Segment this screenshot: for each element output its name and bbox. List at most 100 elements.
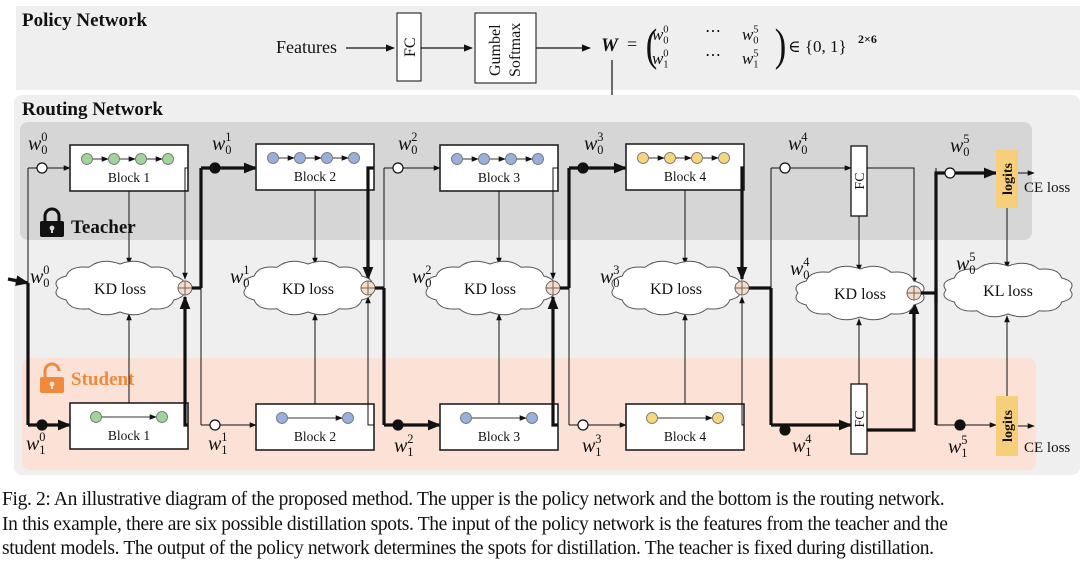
svg-text:4: 4	[801, 130, 807, 144]
features-label: Features	[276, 37, 337, 57]
layer-node	[712, 412, 724, 424]
ce-loss-label: CE loss	[1024, 180, 1070, 196]
svg-text:w: w	[212, 133, 226, 155]
svg-text:0: 0	[753, 35, 758, 46]
cloud-shape	[425, 260, 555, 316]
svg-text:1: 1	[221, 443, 227, 457]
switch-on	[392, 419, 404, 431]
layer-node	[478, 153, 490, 165]
layer-node	[451, 153, 463, 165]
student-to-sum	[547, 295, 559, 427]
teacher-block: Block 2	[255, 143, 375, 191]
svg-text:3: 3	[595, 432, 601, 446]
layer-node	[90, 411, 102, 423]
caption-line: In this example, there are six possible …	[2, 513, 948, 535]
svg-text:0: 0	[663, 24, 668, 35]
figure-caption: Fig. 2: An illustrative diagram of the p…	[2, 488, 1080, 562]
svg-text:w: w	[600, 266, 614, 288]
block-label: Block 3	[478, 170, 521, 185]
layer-node	[294, 152, 306, 164]
teacher-to-sum	[550, 167, 558, 280]
svg-text:0: 0	[39, 430, 45, 444]
svg-text:w: w	[412, 266, 426, 288]
svg-text:3: 3	[597, 130, 603, 144]
layer-node	[348, 152, 360, 164]
layer-node	[135, 153, 147, 165]
svg-text:0: 0	[425, 276, 431, 290]
svg-text:w: w	[792, 435, 806, 457]
student-block: Block 4	[625, 403, 745, 451]
student-block: Block 2	[255, 403, 375, 451]
box-label: logits	[1001, 163, 1016, 195]
teacher-logits: logits	[996, 150, 1018, 208]
svg-text:0: 0	[43, 263, 49, 277]
svg-text:w: w	[742, 25, 754, 44]
cloud-shape	[795, 265, 925, 321]
box-label: logits	[1001, 410, 1016, 442]
svg-text:1: 1	[753, 59, 758, 70]
svg-text:5: 5	[961, 433, 967, 447]
svg-text:w: w	[230, 266, 244, 288]
svg-text:2: 2	[425, 263, 431, 277]
layer-node	[526, 412, 538, 424]
svg-text:1: 1	[243, 263, 249, 277]
student-to-sum	[739, 296, 745, 426]
loss-cloud: KD loss	[55, 260, 185, 316]
switch-off	[944, 167, 956, 179]
svg-text:w: w	[26, 433, 40, 455]
switch-on	[209, 162, 221, 174]
layer-node	[108, 153, 120, 165]
svg-text:w: w	[948, 436, 962, 458]
svg-text:0: 0	[663, 35, 668, 46]
svg-text:1: 1	[407, 445, 413, 459]
svg-text:w: w	[28, 133, 42, 155]
svg-text:=: =	[627, 34, 637, 54]
input-arrow	[7, 275, 30, 286]
svg-text:w: w	[652, 49, 664, 68]
caption-line: student models. The output of the policy…	[2, 538, 934, 559]
svg-text:w: w	[788, 133, 802, 155]
loss-label: KD loss	[834, 286, 886, 303]
teacher-block: Block 3	[439, 144, 559, 192]
layer-node	[162, 153, 174, 165]
loss-label: KL loss	[983, 283, 1033, 300]
switch-on	[779, 424, 791, 436]
svg-text:w: w	[652, 25, 664, 44]
svg-text:(: (	[646, 19, 657, 70]
svg-text:0: 0	[963, 145, 969, 159]
layer-node	[156, 411, 168, 423]
svg-text:w: w	[208, 433, 222, 455]
box-label: FC	[853, 172, 868, 189]
block-box	[439, 144, 559, 192]
teacher-block: Block 4	[625, 143, 745, 191]
sum-node	[734, 280, 750, 296]
switch-on	[577, 162, 589, 174]
unlocked-padlock-icon	[40, 362, 64, 393]
locked-padlock-icon	[40, 207, 64, 237]
svg-text:0: 0	[225, 143, 231, 157]
teacher-block: Block 1	[69, 144, 189, 192]
svg-text:w: w	[950, 135, 964, 157]
switch-on	[36, 419, 48, 431]
box	[996, 396, 1018, 456]
svg-text:0: 0	[41, 143, 47, 157]
switch-on	[954, 419, 966, 431]
w-domain: ∈ {0, 1}	[788, 37, 847, 56]
policy-fc-label: FC	[402, 37, 419, 57]
loss-cloud: KD loss	[795, 265, 925, 321]
layer-node	[460, 412, 472, 424]
loss-cloud: KD loss	[425, 260, 555, 316]
routing-network-title: Routing Network	[22, 99, 163, 120]
layer-node	[691, 152, 703, 164]
